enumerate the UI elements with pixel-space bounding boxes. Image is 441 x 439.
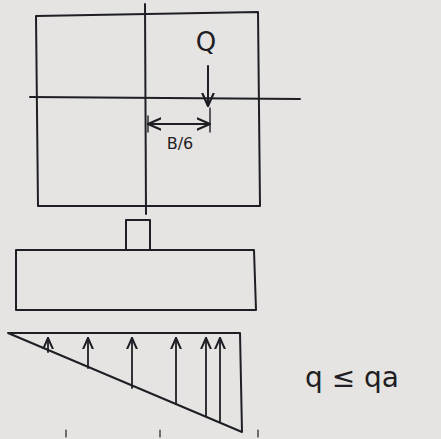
pressure-arrow	[205, 338, 207, 416]
tick-mark	[257, 430, 258, 437]
pressure-diagram	[8, 333, 242, 432]
dimension-tick	[147, 116, 148, 132]
axis-line	[30, 97, 300, 99]
pressure-arrow	[219, 338, 221, 422]
footing-plan	[36, 12, 260, 206]
tick-mark	[159, 430, 160, 437]
dimension-tick	[209, 108, 210, 132]
dimension-line	[148, 123, 210, 125]
footing-section	[16, 250, 256, 310]
pressure-condition: q ≤ qa	[305, 364, 399, 392]
load-arrow	[207, 66, 209, 106]
axis-line	[145, 4, 146, 214]
dimension-label: B/6	[167, 136, 194, 152]
column-stub	[126, 220, 150, 250]
tick-mark	[65, 430, 66, 437]
pressure-arrow	[47, 338, 49, 352]
pressure-arrow	[131, 338, 133, 388]
pressure-arrow	[87, 338, 89, 368]
pressure-arrow	[175, 338, 177, 404]
load-label: Q	[196, 29, 216, 55]
